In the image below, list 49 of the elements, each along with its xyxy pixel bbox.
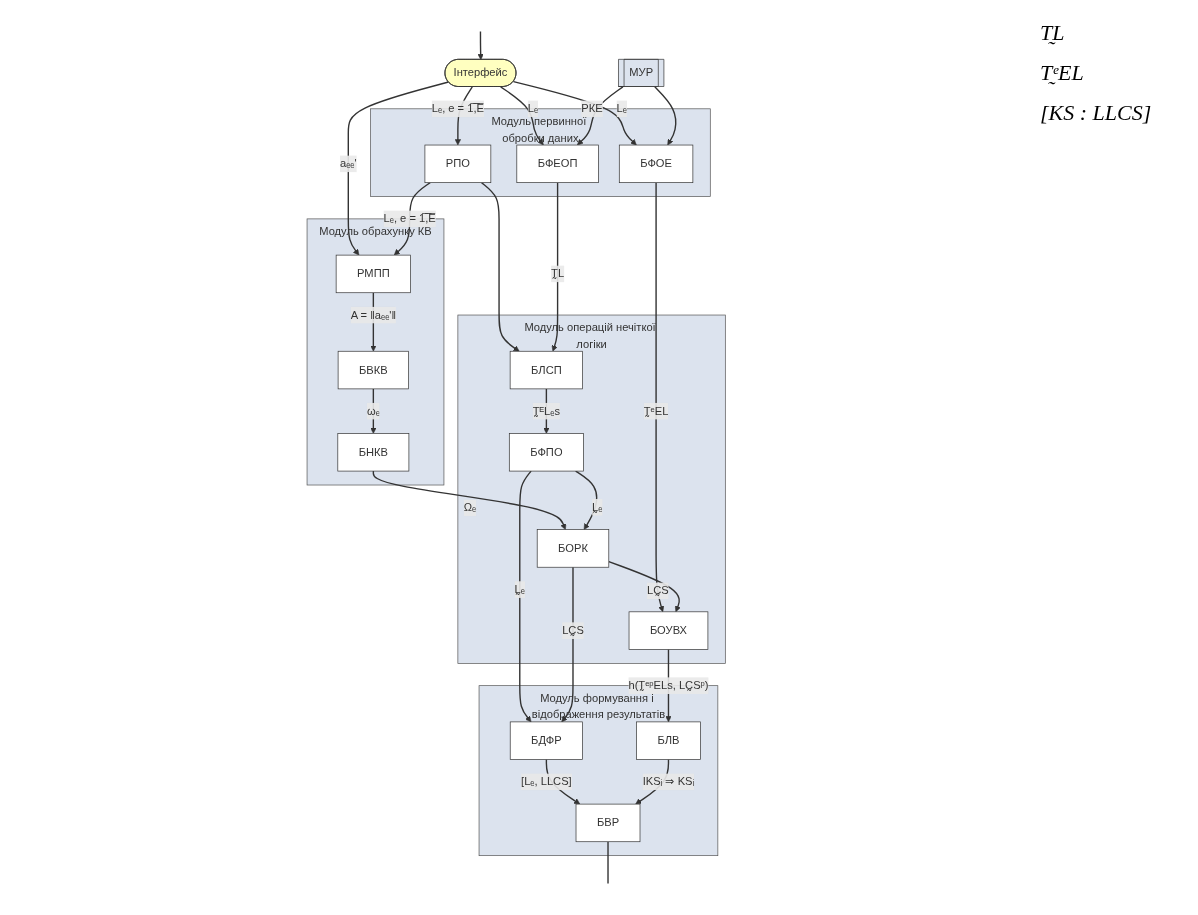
- arrow: [607, 560, 681, 613]
- node-box: БДФР: [509, 721, 583, 760]
- node-box: БОУВХ: [628, 611, 709, 650]
- edge-label: РКЕ: [581, 102, 603, 115]
- edge-label: Lₑ: [616, 102, 627, 115]
- arrow: [653, 86, 677, 146]
- arrow: [512, 80, 637, 146]
- arrow: [561, 566, 574, 723]
- edge-label: ωₑ: [366, 404, 380, 417]
- edge-label: Lₑ, e = 1̅,̅E̅: [431, 102, 484, 115]
- edge-label: L̰ₑ: [514, 583, 525, 596]
- arrow: [574, 470, 598, 530]
- edge-label: h(T̰ᵉᵖELs, LC̰Sᵖ): [628, 679, 709, 692]
- node-box: БФОЕ: [618, 144, 694, 183]
- arrow: [370, 388, 377, 434]
- arrow: [551, 181, 559, 352]
- edge-label: T̰L: [550, 267, 564, 280]
- formula-label: [KS : LLCS]: [1040, 100, 1153, 126]
- arrow: [576, 86, 624, 146]
- arrow: [480, 181, 520, 352]
- node-box: БВКВ: [337, 350, 409, 390]
- node-box: БФПО: [508, 433, 584, 472]
- node-box: БВР: [575, 803, 641, 843]
- arrow: [655, 181, 664, 613]
- node-box: БОРК: [536, 529, 609, 568]
- edge-label: Ωₑ: [463, 501, 476, 514]
- arrow: [518, 470, 532, 723]
- node-box: РПО: [424, 144, 491, 183]
- edge-label: LC̰S: [561, 624, 584, 637]
- edge-label: T̰ᴱLₑs: [532, 404, 560, 417]
- edge-label: aₑₑ': [339, 157, 357, 170]
- edge-label: A = ‖aₑₑ'‖: [350, 308, 396, 321]
- connector: [607, 841, 609, 885]
- formula-label: T̰L: [1040, 20, 1066, 46]
- node-box: БЛСП: [509, 350, 583, 390]
- formula-label: T̰ᵉEL: [1040, 60, 1085, 86]
- edge-label: L̰ₑ: [591, 501, 603, 513]
- edge-label: [Lₑ, LLCS]: [520, 775, 572, 788]
- edge-label: Lₑ, e = 1̅,̅E̅: [383, 212, 436, 225]
- arrow: [477, 30, 484, 60]
- edge-label: Lₑ: [527, 102, 538, 115]
- node-box: БФЕОП: [516, 144, 599, 183]
- edge-label: LC̰S: [646, 584, 669, 597]
- edge-label: IKSᵢ ⇒ KSᵢ: [642, 775, 695, 788]
- edge-label: T̰ᵉEL: [643, 404, 669, 417]
- arrow: [372, 470, 567, 530]
- node-box: БЛВ: [636, 721, 701, 760]
- node-box: РМПП: [335, 254, 411, 294]
- node-box: БНКВ: [337, 433, 410, 472]
